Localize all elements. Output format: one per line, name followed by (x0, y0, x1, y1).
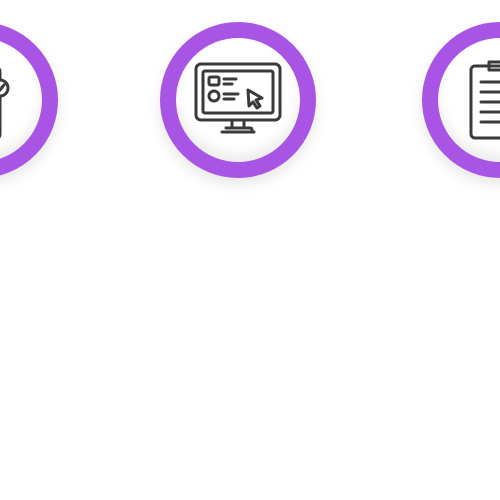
feature-badge-right (422, 22, 500, 178)
feature-badge-center (160, 22, 316, 178)
feature-badge-left (0, 22, 58, 178)
clipboard-check-icon (0, 68, 10, 138)
monitor-dashboard-icon (194, 62, 282, 134)
document-list-icon (469, 60, 500, 140)
